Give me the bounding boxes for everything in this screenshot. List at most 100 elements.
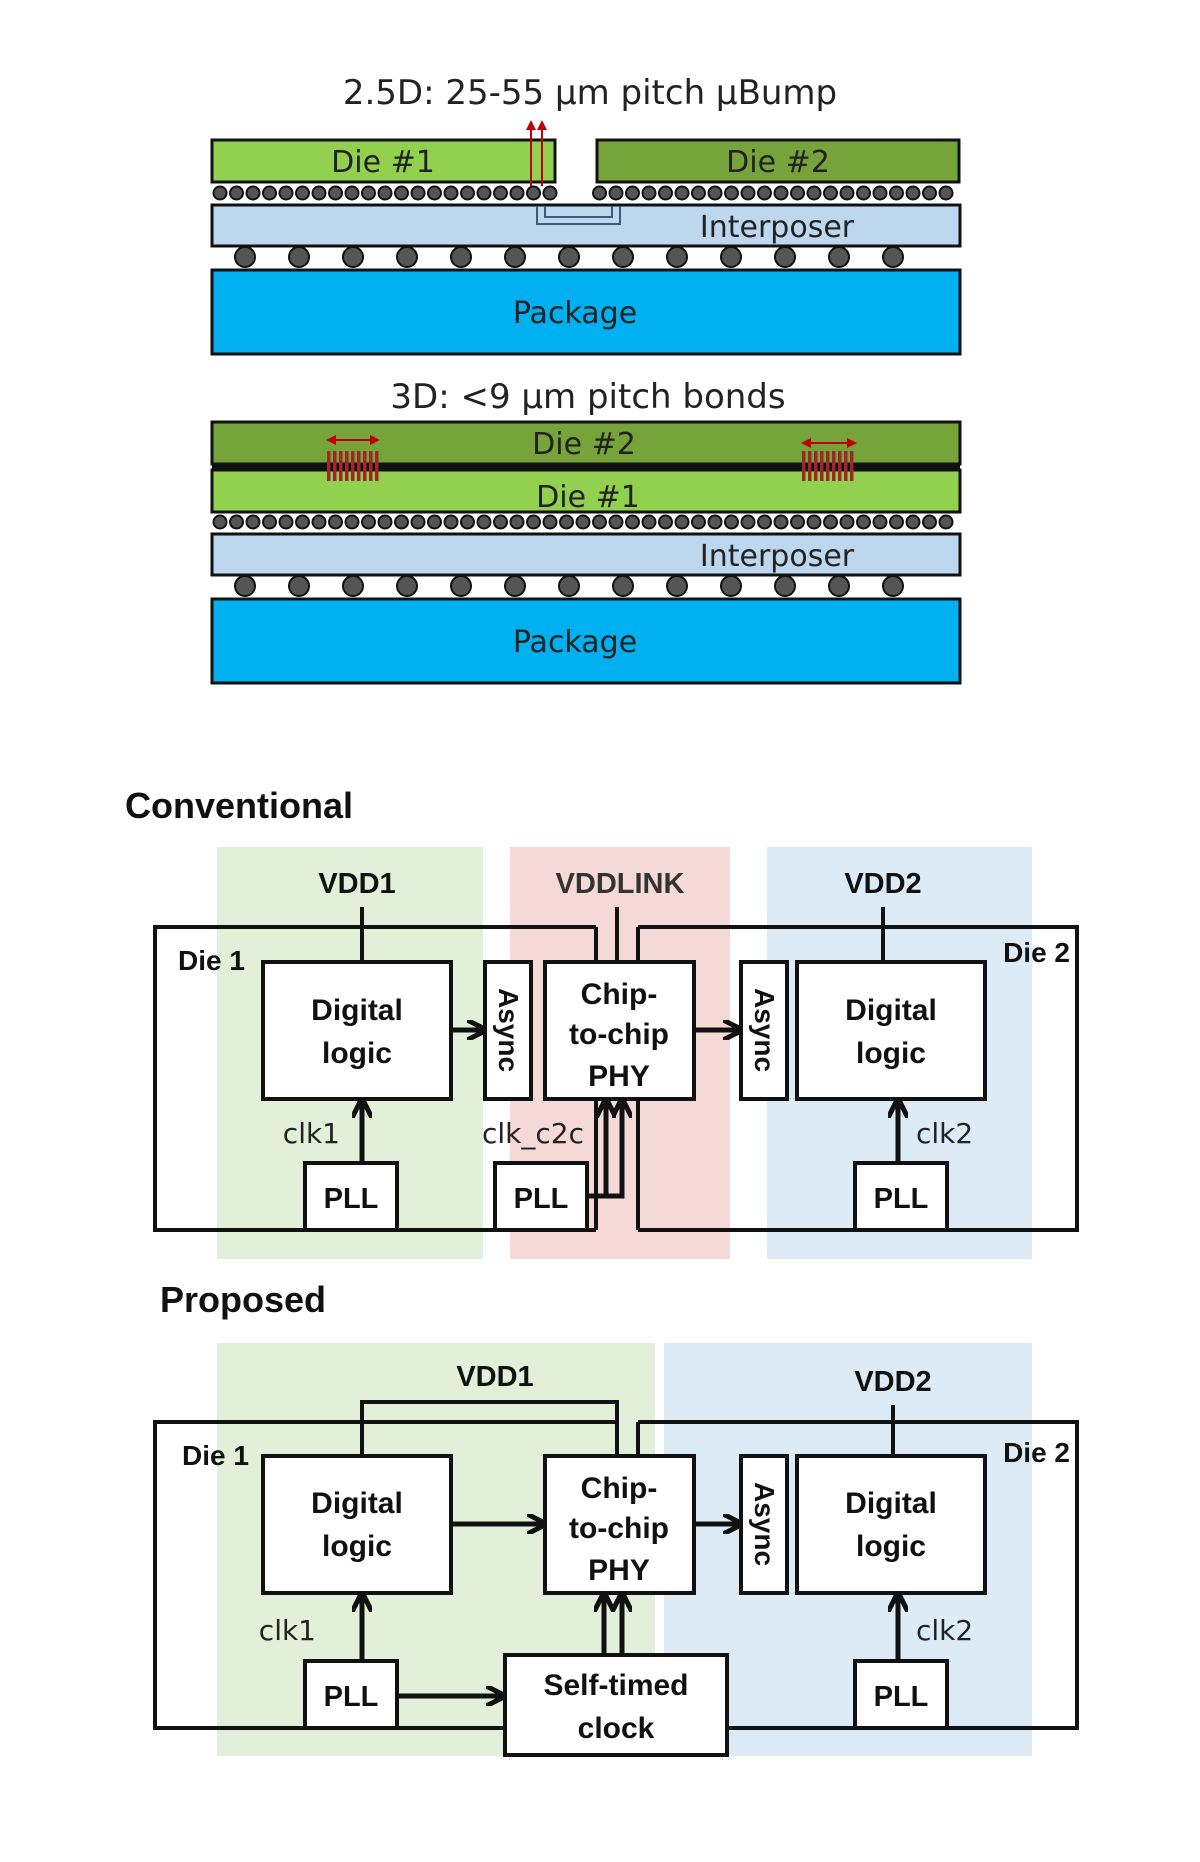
hybrid-bond: [808, 451, 812, 481]
microbump: [872, 514, 888, 530]
hybrid-bond: [363, 451, 367, 481]
hybrid-bond: [351, 451, 355, 481]
pll-3-conv-label: PLL: [874, 1183, 929, 1215]
bond-interface: [212, 464, 960, 470]
microbump: [361, 514, 376, 530]
microbump: [641, 514, 657, 530]
c4-bump: [720, 575, 742, 597]
microbump: [476, 514, 492, 530]
microbump: [443, 514, 459, 530]
hybrid-bond: [802, 451, 806, 481]
clk-c2c-arrow-b: [587, 1102, 622, 1199]
microbump: [839, 514, 855, 530]
microbump: [295, 514, 310, 530]
die2-label-prop: Die 2: [1003, 1437, 1070, 1468]
c4-bump: [342, 575, 364, 597]
hybrid-bond: [375, 451, 379, 481]
interposer-2-5d: [210, 203, 962, 248]
microbump: [212, 185, 228, 201]
microbump: [674, 185, 690, 201]
microbump: [493, 514, 508, 530]
microbump: [542, 514, 558, 530]
hybrid-bond: [820, 451, 824, 481]
die1-label-3d: Die #1: [536, 480, 640, 515]
self-timed-clock: [503, 1653, 729, 1757]
interposer-route: [536, 206, 621, 225]
microbump: [839, 185, 855, 201]
pll-1-prop-label: PLL: [324, 1681, 379, 1713]
microbump: [377, 185, 393, 201]
interposer-label-2-5d: Interposer: [700, 210, 855, 245]
vddlink-label: VDDLINK: [556, 868, 685, 900]
hybrid-bond-group-right: [802, 451, 854, 481]
digital-logic-2-prop-l2: logic: [856, 1530, 926, 1563]
pll-1-conv: [303, 1161, 399, 1232]
c4-bump: [342, 246, 364, 268]
self-timed-clock-l1: Self-timed: [543, 1669, 688, 1702]
die2-2-5d: [595, 138, 961, 184]
microbump: [608, 185, 624, 201]
hybrid-bond: [826, 451, 830, 481]
microbump: [658, 185, 673, 201]
die1-label-2-5d: Die #1: [331, 145, 435, 180]
c4-bump: [234, 575, 256, 597]
microbump: [757, 185, 772, 201]
microbump: [757, 514, 772, 530]
c4-bump: [396, 246, 418, 268]
heading-conventional: Conventional: [125, 785, 353, 826]
c4-bump: [396, 575, 418, 597]
microbump: [806, 514, 822, 530]
microbump: [427, 185, 442, 201]
microbump: [691, 185, 706, 201]
die2-label-conv: Die 2: [1003, 937, 1070, 968]
c4-bump: [882, 575, 904, 597]
phy-prop-l2: to-chip: [569, 1512, 669, 1545]
microbump: [658, 514, 673, 530]
die1-2-5d: [210, 138, 557, 184]
clk2-label-prop: clk2: [916, 1614, 973, 1647]
microbump: [394, 514, 409, 530]
microbump: [674, 514, 690, 530]
c4-bump: [234, 246, 256, 268]
microbump: [526, 185, 541, 201]
c4-bump: [504, 575, 526, 597]
microbump: [625, 514, 640, 530]
microbump: [889, 514, 904, 530]
microbump: [443, 185, 459, 201]
hybrid-bond-group-left: [327, 451, 379, 481]
clk1-label-conv: clk1: [283, 1117, 340, 1150]
microbump: [691, 514, 706, 530]
c4-bump: [666, 575, 688, 597]
microbump: [509, 185, 525, 201]
microbump: [575, 514, 591, 530]
microbump: [740, 514, 756, 530]
package-3d: [210, 597, 962, 685]
microbump: [245, 185, 261, 201]
pll-1-conv-label: PLL: [324, 1183, 379, 1215]
pll-2-prop: [853, 1659, 949, 1730]
c4-bump: [504, 246, 526, 268]
hybrid-bond: [333, 451, 337, 481]
pll-2-prop-label: PLL: [874, 1681, 929, 1713]
microbump: [410, 514, 426, 530]
microbump: [394, 185, 409, 201]
phy-conv: [543, 960, 696, 1101]
diagram-conventional: Conventional VDD1 VDDLINK VDD2 Die 1 Die…: [125, 785, 1079, 1259]
microbump: [592, 514, 607, 530]
microbump: [872, 185, 888, 201]
hybrid-bond: [345, 451, 349, 481]
digital-logic-2-prop: [795, 1454, 987, 1595]
microbump: [476, 185, 492, 201]
interposer-3d: [210, 532, 962, 577]
c4-bump: [558, 246, 580, 268]
microbump: [707, 514, 723, 530]
hybrid-bond: [814, 451, 818, 481]
microbump: [212, 514, 228, 530]
vdd1-label: VDD1: [318, 868, 395, 900]
hybrid-bond: [339, 451, 343, 481]
phy-conv-l1: Chip-: [581, 978, 658, 1011]
microbump: [427, 514, 442, 530]
self-timed-clock-l2: clock: [578, 1712, 655, 1745]
c4-bump: [774, 575, 796, 597]
microbump: [905, 514, 921, 530]
